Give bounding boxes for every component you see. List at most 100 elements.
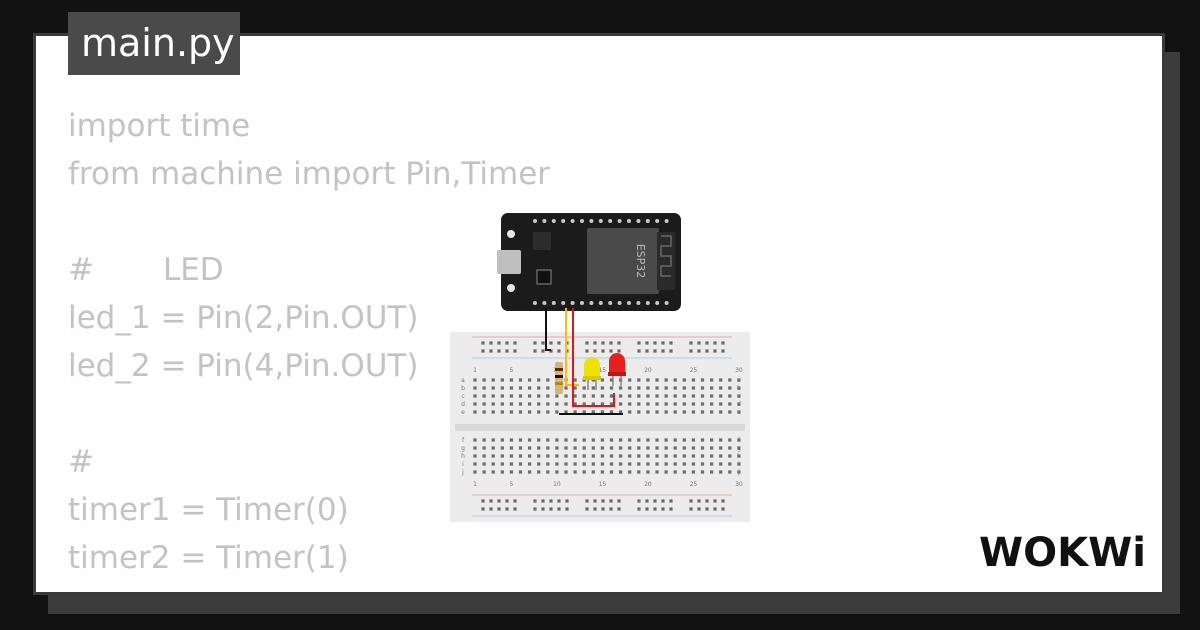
file-tab[interactable]: main.py [68, 12, 240, 75]
breadboard-hole [528, 378, 532, 382]
wire-gpio-red [572, 308, 615, 407]
breadboard-hole [600, 438, 604, 442]
breadboard-hole [591, 454, 595, 458]
breadboard-hole [700, 438, 705, 442]
breadboard-hole [664, 454, 668, 458]
wokwi-logo: WOKWi [979, 530, 1146, 576]
breadboard-hole [628, 454, 632, 458]
resistor-band [555, 368, 563, 371]
breadboard-hole [646, 470, 650, 474]
breadboard-hole [537, 394, 541, 398]
breadboard-hole [664, 446, 668, 450]
breadboard-hole [609, 410, 614, 414]
breadboard-hole [489, 499, 493, 503]
board-pin [551, 219, 556, 223]
breadboard-hole [593, 341, 597, 345]
breadboard-hole [537, 410, 541, 414]
breadboard-hole [482, 378, 486, 382]
breadboard-hole [481, 341, 485, 345]
breadboard-hole [691, 462, 695, 466]
row-letter: b [737, 385, 741, 392]
breadboard-hole [719, 446, 723, 450]
breadboard-hole [473, 462, 477, 466]
breadboard-hole [500, 438, 504, 442]
breadboard-hole [600, 446, 604, 450]
breadboard-hole [509, 402, 513, 406]
row-letter: a [737, 377, 741, 384]
breadboard-hole [673, 378, 677, 382]
breadboard-hole [673, 410, 677, 414]
breadboard-hole [664, 378, 668, 382]
breadboard-hole [646, 410, 650, 414]
column-number: 30 [735, 367, 743, 374]
breadboard-hole [646, 446, 650, 450]
breadboard-hole [728, 446, 732, 450]
breadboard-hole [505, 507, 509, 511]
breadboard-hole [500, 410, 504, 414]
breadboard-hole [601, 341, 605, 345]
breadboard-hole [564, 410, 568, 414]
breadboard-hole [609, 499, 613, 503]
breadboard-hole [653, 349, 657, 353]
breadboard-hole [691, 454, 695, 458]
breadboard-hole [710, 394, 714, 398]
board-pin [570, 219, 575, 223]
breadboard-hole [609, 470, 614, 474]
breadboard-hole [609, 394, 614, 398]
breadboard-hole [546, 378, 550, 382]
breadboard-hole [533, 499, 537, 503]
breadboard-hole [617, 341, 621, 345]
breadboard-hole [546, 454, 550, 458]
breadboard-hole [565, 499, 569, 503]
breadboard-hole [713, 499, 717, 503]
breadboard-hole [645, 507, 649, 511]
breadboard-hole [628, 470, 632, 474]
breadboard-hole [473, 470, 477, 474]
breadboard-hole [737, 462, 741, 466]
wokwi-logo-text: WOKWi [979, 530, 1146, 576]
breadboard-hole [528, 438, 532, 442]
breadboard-hole [497, 341, 501, 345]
breadboard-hole [582, 410, 586, 414]
row-letter: b [461, 385, 465, 392]
breadboard-hole [617, 499, 621, 503]
breadboard-hole [564, 438, 568, 442]
breadboard-hole [482, 438, 486, 442]
breadboard-hole [505, 341, 509, 345]
breadboard-hole [710, 462, 714, 466]
breadboard-hole [528, 410, 532, 414]
breadboard-hole [619, 470, 623, 474]
breadboard-center-channel [455, 424, 745, 431]
breadboard-hole [481, 507, 485, 511]
column-number: 25 [690, 481, 698, 488]
breadboard-hole [719, 462, 723, 466]
breadboard-hole [491, 446, 495, 450]
breadboard-hole [700, 462, 705, 466]
board-pin [533, 301, 537, 305]
breadboard-hole [557, 499, 561, 503]
breadboard-hole [505, 349, 509, 353]
breadboard-holes [473, 341, 741, 511]
breadboard-hole [518, 410, 523, 414]
breadboard-hole [637, 341, 641, 345]
breadboard-hole [564, 454, 568, 458]
breadboard-hole [555, 402, 559, 406]
breadboard-hole [705, 341, 709, 345]
breadboard-hole [619, 462, 623, 466]
breadboard-hole [637, 470, 641, 474]
breadboard-hole [518, 394, 523, 398]
breadboard-hole [528, 402, 532, 406]
breadboard-hole [682, 470, 686, 474]
breadboard-hole [646, 402, 650, 406]
breadboard-hole [646, 394, 650, 398]
breadboard-hole [719, 454, 723, 458]
breadboard-hole [664, 462, 668, 466]
led-yellow [583, 357, 601, 390]
breadboard-hole [573, 386, 577, 390]
board-pin [580, 301, 584, 305]
breadboard-hole [591, 394, 595, 398]
breadboard-hole [664, 438, 668, 442]
breadboard-hole [491, 410, 495, 414]
breadboard-hole [549, 341, 553, 345]
breadboard-hole [691, 438, 695, 442]
